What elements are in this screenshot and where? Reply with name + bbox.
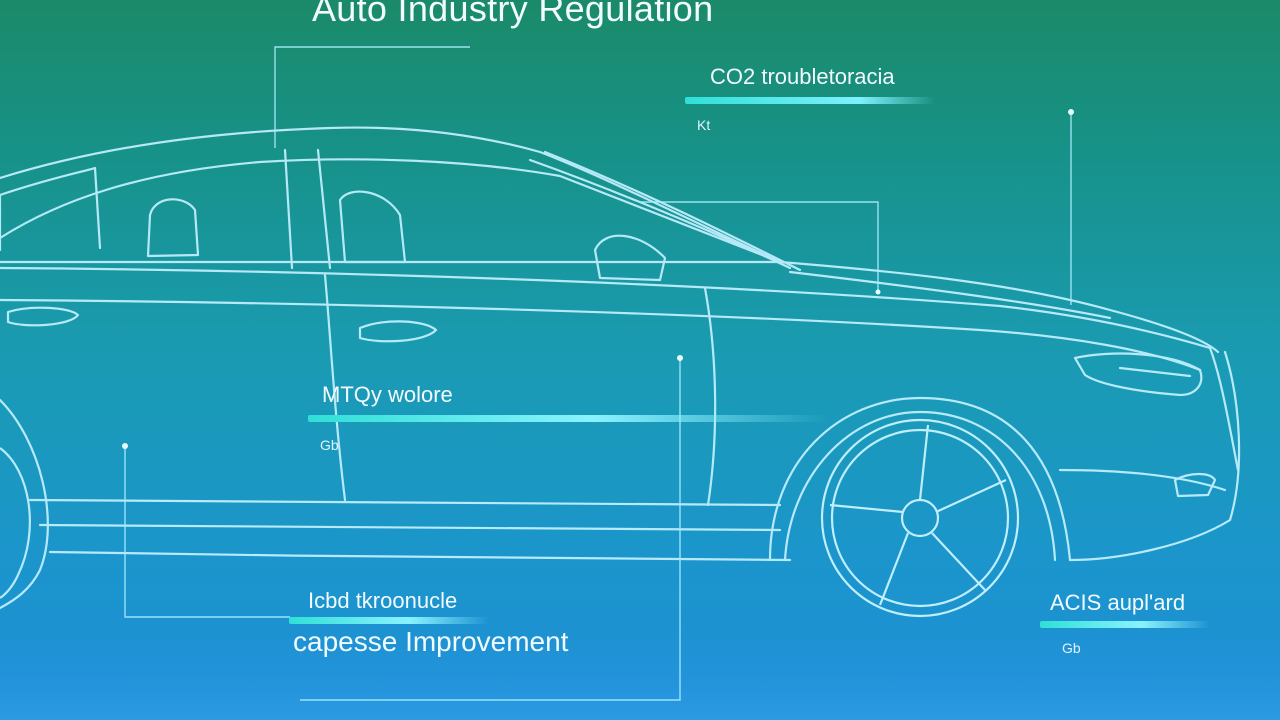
callout-co2-sub: Kt [697, 117, 711, 133]
callout-mtq-bar [308, 415, 828, 422]
leader-dot [122, 443, 128, 449]
callout-co2-label: CO2 troubletoracia [710, 64, 895, 89]
car-b-pillar [283, 148, 332, 270]
leader-dot [677, 355, 683, 361]
callout-mtq-sub: Gb [320, 437, 339, 453]
car-rear-wheel [0, 447, 31, 599]
leader-title [274, 46, 470, 148]
background-glow [0, 630, 1280, 720]
car-window-frame [0, 158, 782, 264]
leader-dot [875, 289, 881, 295]
car-door-handle-rear [6, 306, 80, 327]
callout-co2-bar [685, 97, 935, 104]
callout-improvement-label: capesse Improvement [293, 626, 569, 657]
car-front-bumper [1068, 350, 1241, 562]
car-roof-line [0, 126, 1220, 354]
car-mirror [593, 234, 667, 282]
callout-mtq-label: MTQy wolore [322, 382, 453, 407]
callout-acis-label: ACIS aupl'ard [1050, 590, 1186, 615]
callout-acis-bar [1040, 621, 1210, 628]
car-belt-line [0, 266, 1212, 350]
car-door-line-rear [323, 273, 347, 502]
car-door-line-front [703, 286, 717, 507]
leader-mtq [300, 358, 681, 701]
car-windshield [528, 150, 802, 272]
callout-acis-sub: Gb [1062, 640, 1081, 656]
leader-dot [1068, 109, 1074, 115]
car-rear-arch [0, 398, 49, 610]
leader-co2 [640, 201, 879, 292]
car-headlight [1073, 352, 1203, 397]
page-title: Auto Industry Regulation [312, 0, 714, 29]
car-door-handle-front [358, 320, 438, 343]
callout-icbd-bar [289, 617, 489, 624]
leader-icbd [124, 446, 290, 618]
car-fog-light [1173, 472, 1217, 498]
car-front-wheel [820, 418, 1020, 618]
car-front-arch [768, 396, 1072, 562]
car-seat-front [338, 190, 407, 264]
car-window-frame-inner [0, 166, 102, 252]
car-sill [28, 498, 792, 562]
car-seat-rear [146, 198, 200, 258]
callout-icbd-label: Icbd tkroonucle [308, 588, 458, 613]
